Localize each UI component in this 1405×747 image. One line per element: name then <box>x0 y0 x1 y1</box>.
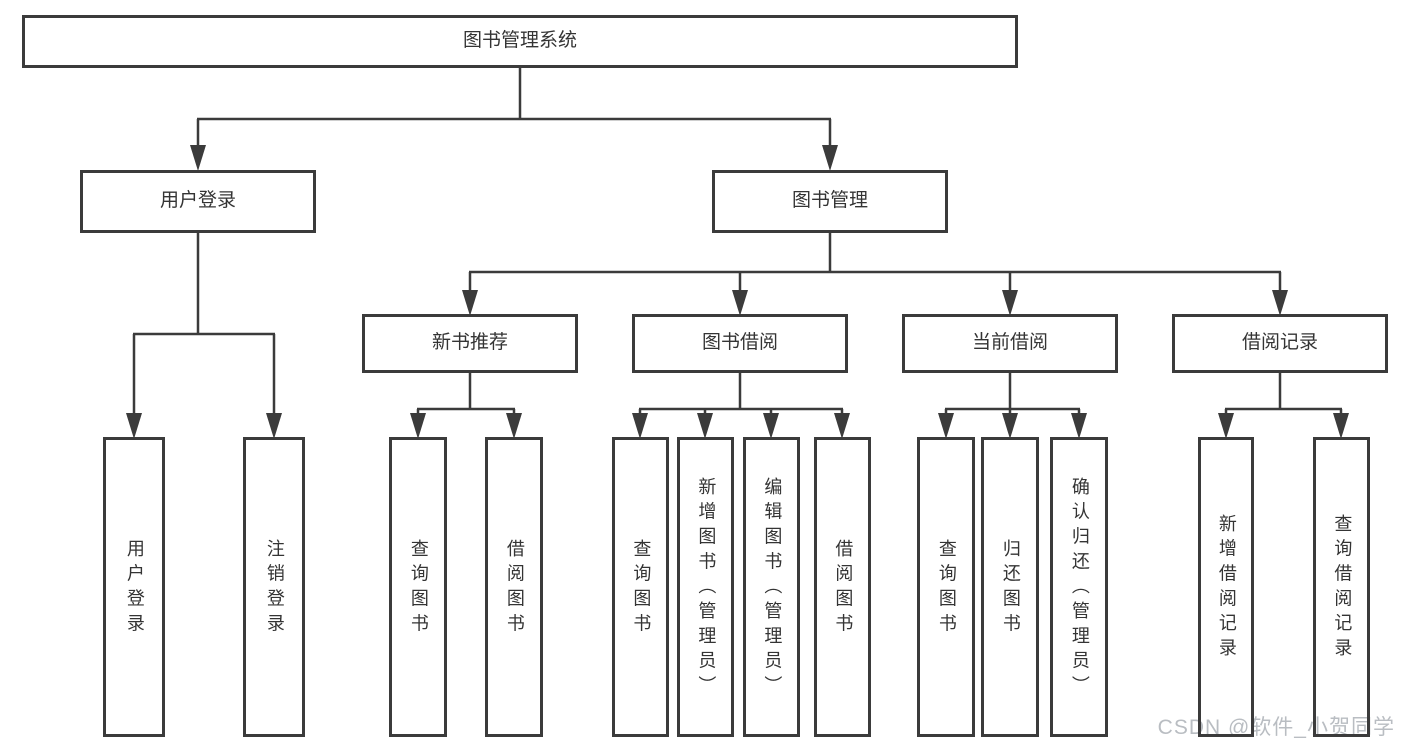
node-user-login: 用户登录 <box>80 170 316 233</box>
node-book-management: 图书管理 <box>712 170 948 233</box>
leaf-add-borrow-record: 新增借阅记录 <box>1198 437 1254 737</box>
node-book-borrow: 图书借阅 <box>632 314 848 373</box>
leaf-return-books: 归还图书 <box>981 437 1039 737</box>
leaf-borrow-books: 借阅图书 <box>814 437 871 737</box>
node-new-book-recommend: 新书推荐 <box>362 314 578 373</box>
leaf-confirm-return-admin: 确认归还（管理员） <box>1050 437 1108 737</box>
node-current-borrow: 当前借阅 <box>902 314 1118 373</box>
leaf-current-query-books: 查询图书 <box>917 437 975 737</box>
csdn-watermark: CSDN @软件_小贺同学 <box>1157 716 1395 739</box>
leaf-borrow-query-books: 查询图书 <box>612 437 669 737</box>
leaf-recommend-query-books: 查询图书 <box>389 437 447 737</box>
node-borrow-records: 借阅记录 <box>1172 314 1388 373</box>
leaf-add-books-admin: 新增图书（管理员） <box>677 437 734 737</box>
node-root: 图书管理系统 <box>22 15 1018 68</box>
leaf-query-borrow-record: 查询借阅记录 <box>1313 437 1370 737</box>
leaf-recommend-borrow-books: 借阅图书 <box>485 437 543 737</box>
leaf-user-login: 用户登录 <box>103 437 165 737</box>
leaf-logout: 注销登录 <box>243 437 305 737</box>
leaf-edit-books-admin: 编辑图书（管理员） <box>743 437 800 737</box>
